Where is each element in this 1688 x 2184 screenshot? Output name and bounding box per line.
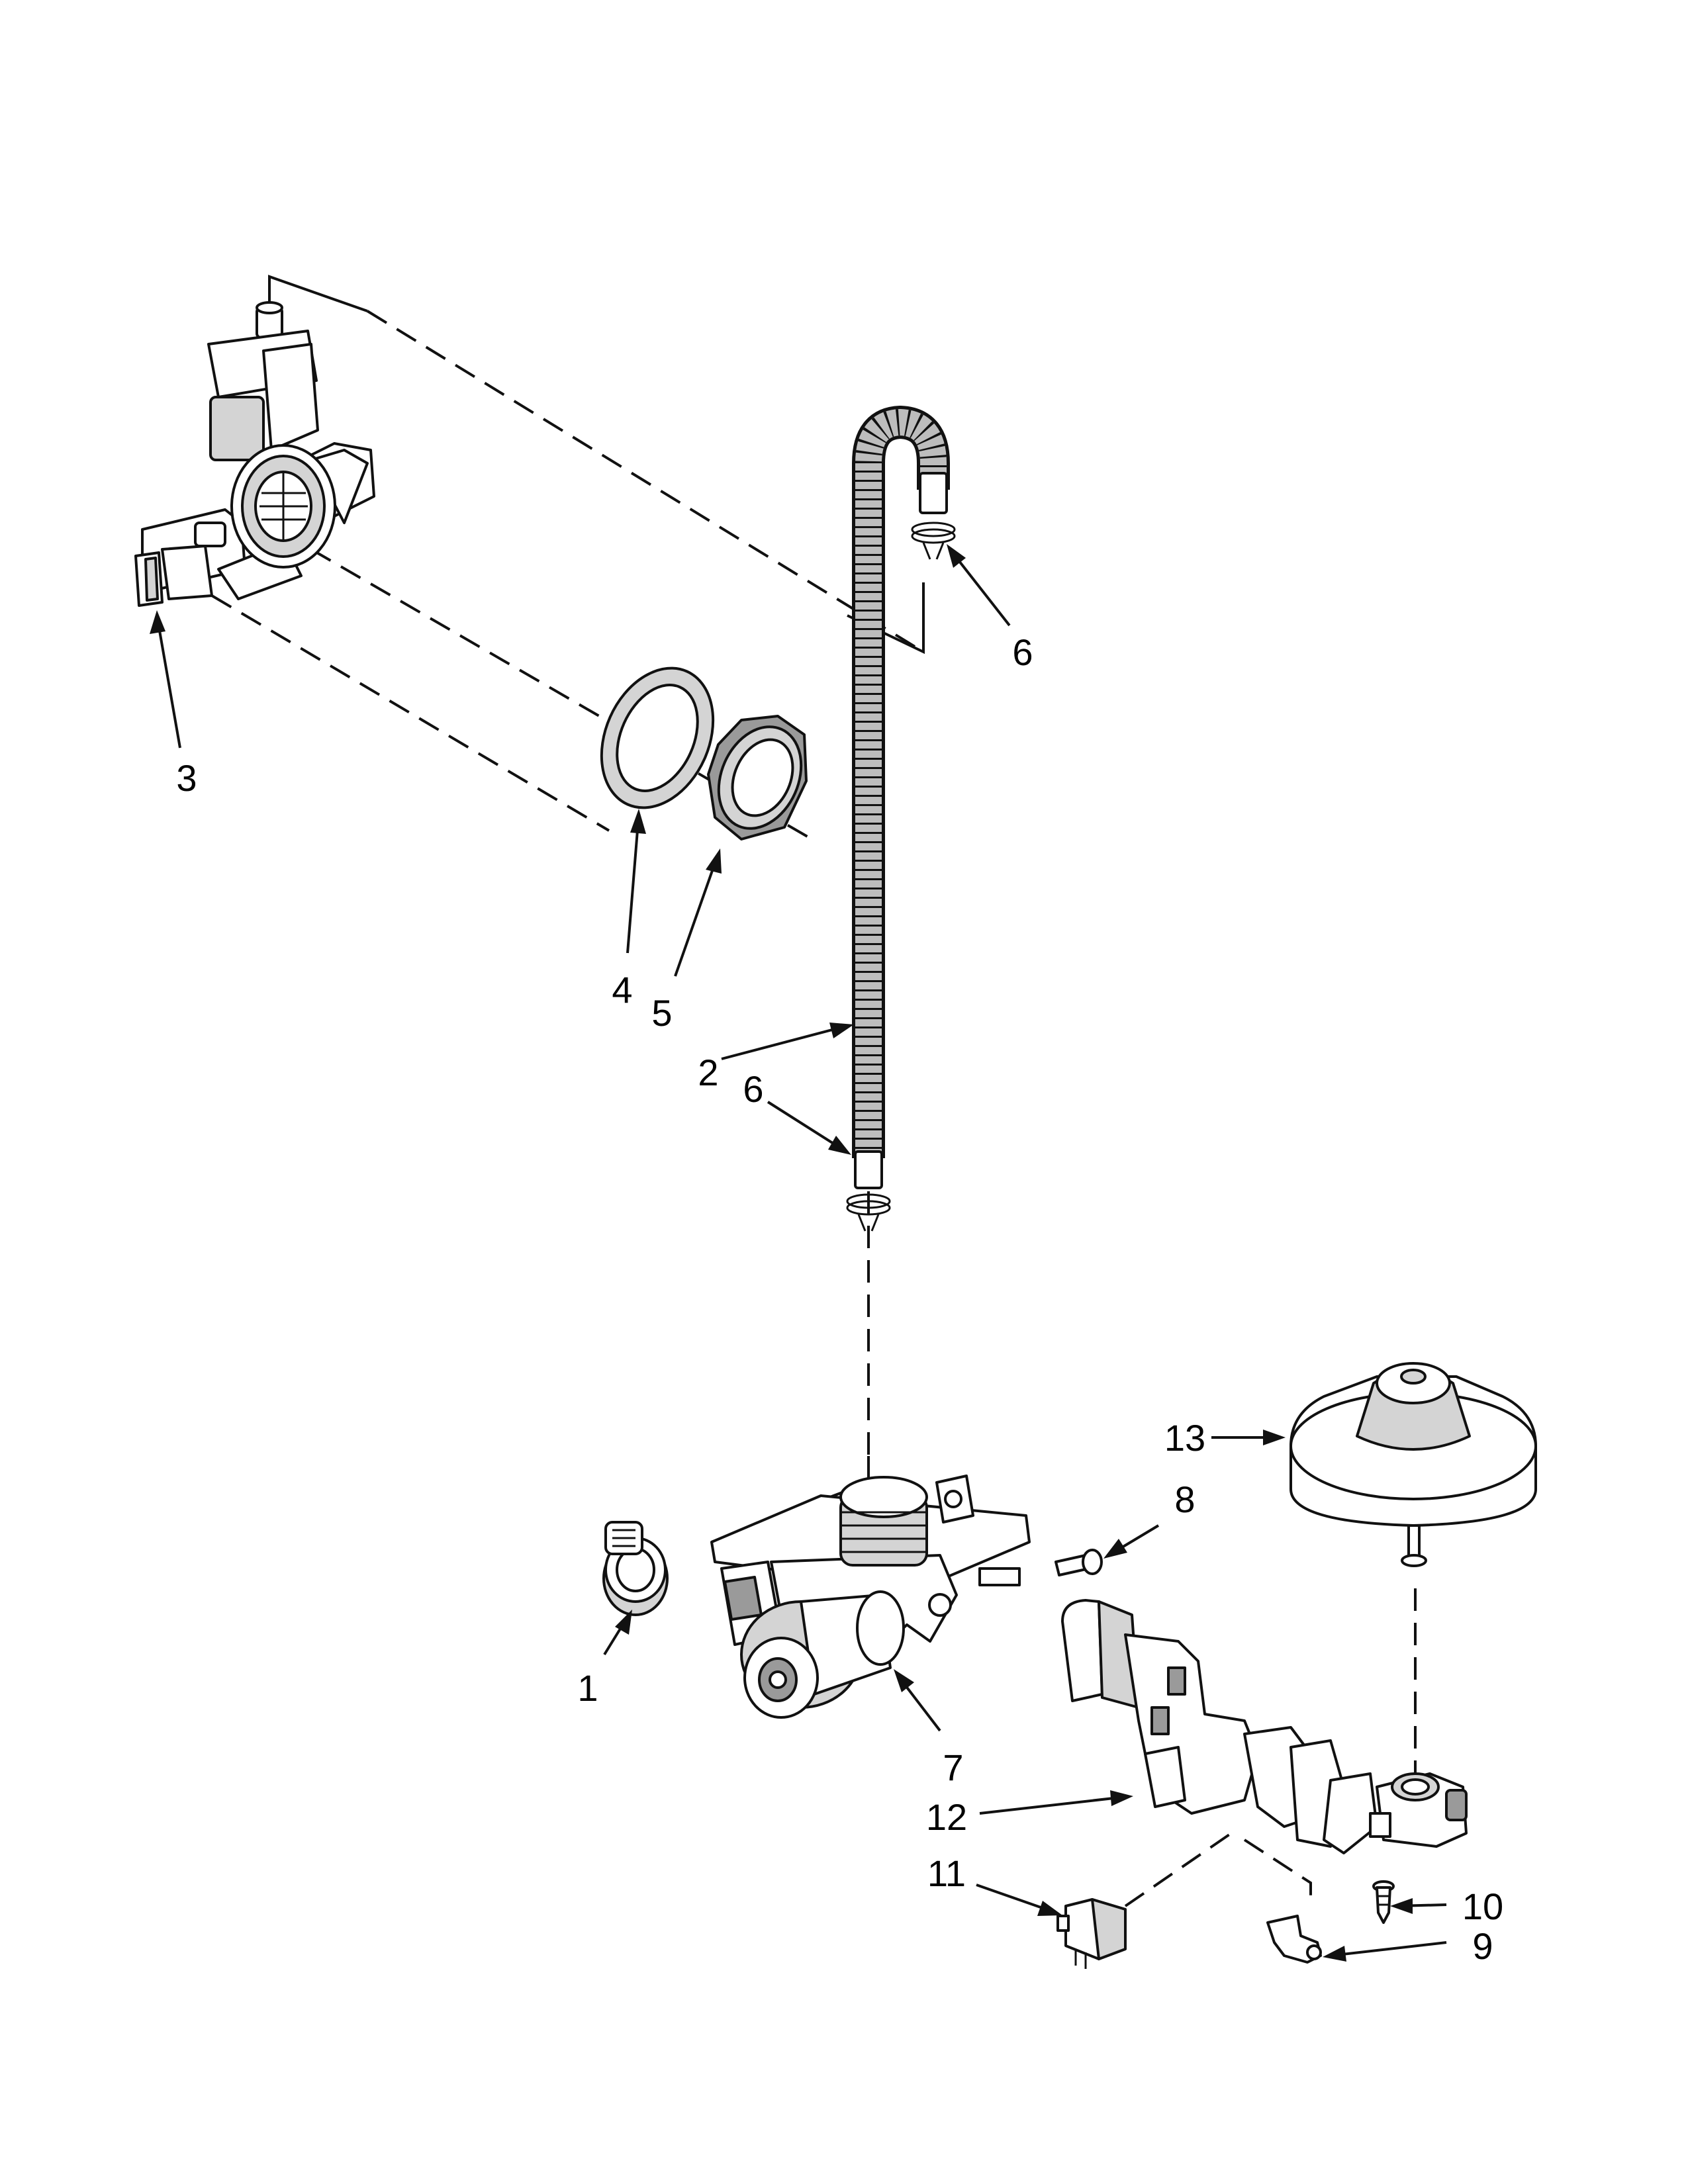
leader-line-6-mid [767, 1101, 851, 1155]
callout-8: 8 [1174, 1479, 1195, 1520]
callout-2: 2 [698, 1052, 718, 1093]
drain-hose-icon [852, 405, 950, 1189]
switch-icon [1056, 1898, 1127, 1969]
callout-9: 9 [1472, 1925, 1493, 1967]
float-icon [1289, 1362, 1537, 1567]
leader-line-5 [674, 848, 722, 977]
leader-line-12 [979, 1790, 1133, 1815]
hex-nut-icon [707, 715, 808, 841]
callout-3: 3 [176, 757, 197, 799]
spring-clamp-icon [846, 1193, 891, 1232]
callout-13: 13 [1164, 1417, 1205, 1459]
screw-icon [1372, 1880, 1395, 1924]
drain-pump-icon [710, 1475, 1031, 1719]
leader-line-4 [626, 809, 646, 954]
callout-6-mid: 6 [743, 1068, 763, 1110]
callout-12: 12 [926, 1796, 967, 1838]
lever-icon [1266, 1915, 1322, 1964]
callout-labels: 3 4 5 2 6 6 1 7 8 13 12 11 10 9 [176, 631, 1503, 1967]
leader-line-13 [1211, 1430, 1286, 1445]
callout-11: 11 [927, 1852, 966, 1894]
leader-line-11 [976, 1884, 1062, 1916]
screw-icon [1055, 1549, 1103, 1576]
spring-clamp-icon [911, 522, 956, 560]
dashed-line-switch-to-bracket [1124, 1832, 1233, 1907]
leader-line-3 [150, 610, 181, 749]
leader-line-2 [721, 1023, 854, 1060]
leader-line-7 [894, 1669, 941, 1732]
leader-line-8 [1103, 1524, 1160, 1559]
leader-lines [150, 544, 1447, 1962]
leader-line-6-top [947, 544, 1011, 627]
gasket-ring-icon [600, 666, 715, 809]
callout-1: 1 [577, 1667, 598, 1709]
alignment-line-top [268, 275, 368, 312]
callout-6-top: 6 [1012, 631, 1033, 673]
callout-5: 5 [651, 992, 672, 1034]
dashed-line-sump-to-hose [366, 310, 925, 653]
sump-fitting-icon [134, 301, 375, 607]
dashed-line-lever-to-bracket [1243, 1839, 1312, 1899]
bracket-icon [1061, 1599, 1468, 1854]
leader-line-10 [1390, 1898, 1447, 1914]
callout-10: 10 [1462, 1886, 1503, 1927]
leader-line-9 [1323, 1941, 1447, 1962]
dashed-line-axis-lower [211, 594, 610, 832]
hose-clamp-icon [602, 1521, 669, 1616]
callout-7: 7 [943, 1747, 963, 1788]
callout-4: 4 [612, 969, 632, 1011]
leader-line-1 [603, 1610, 632, 1656]
